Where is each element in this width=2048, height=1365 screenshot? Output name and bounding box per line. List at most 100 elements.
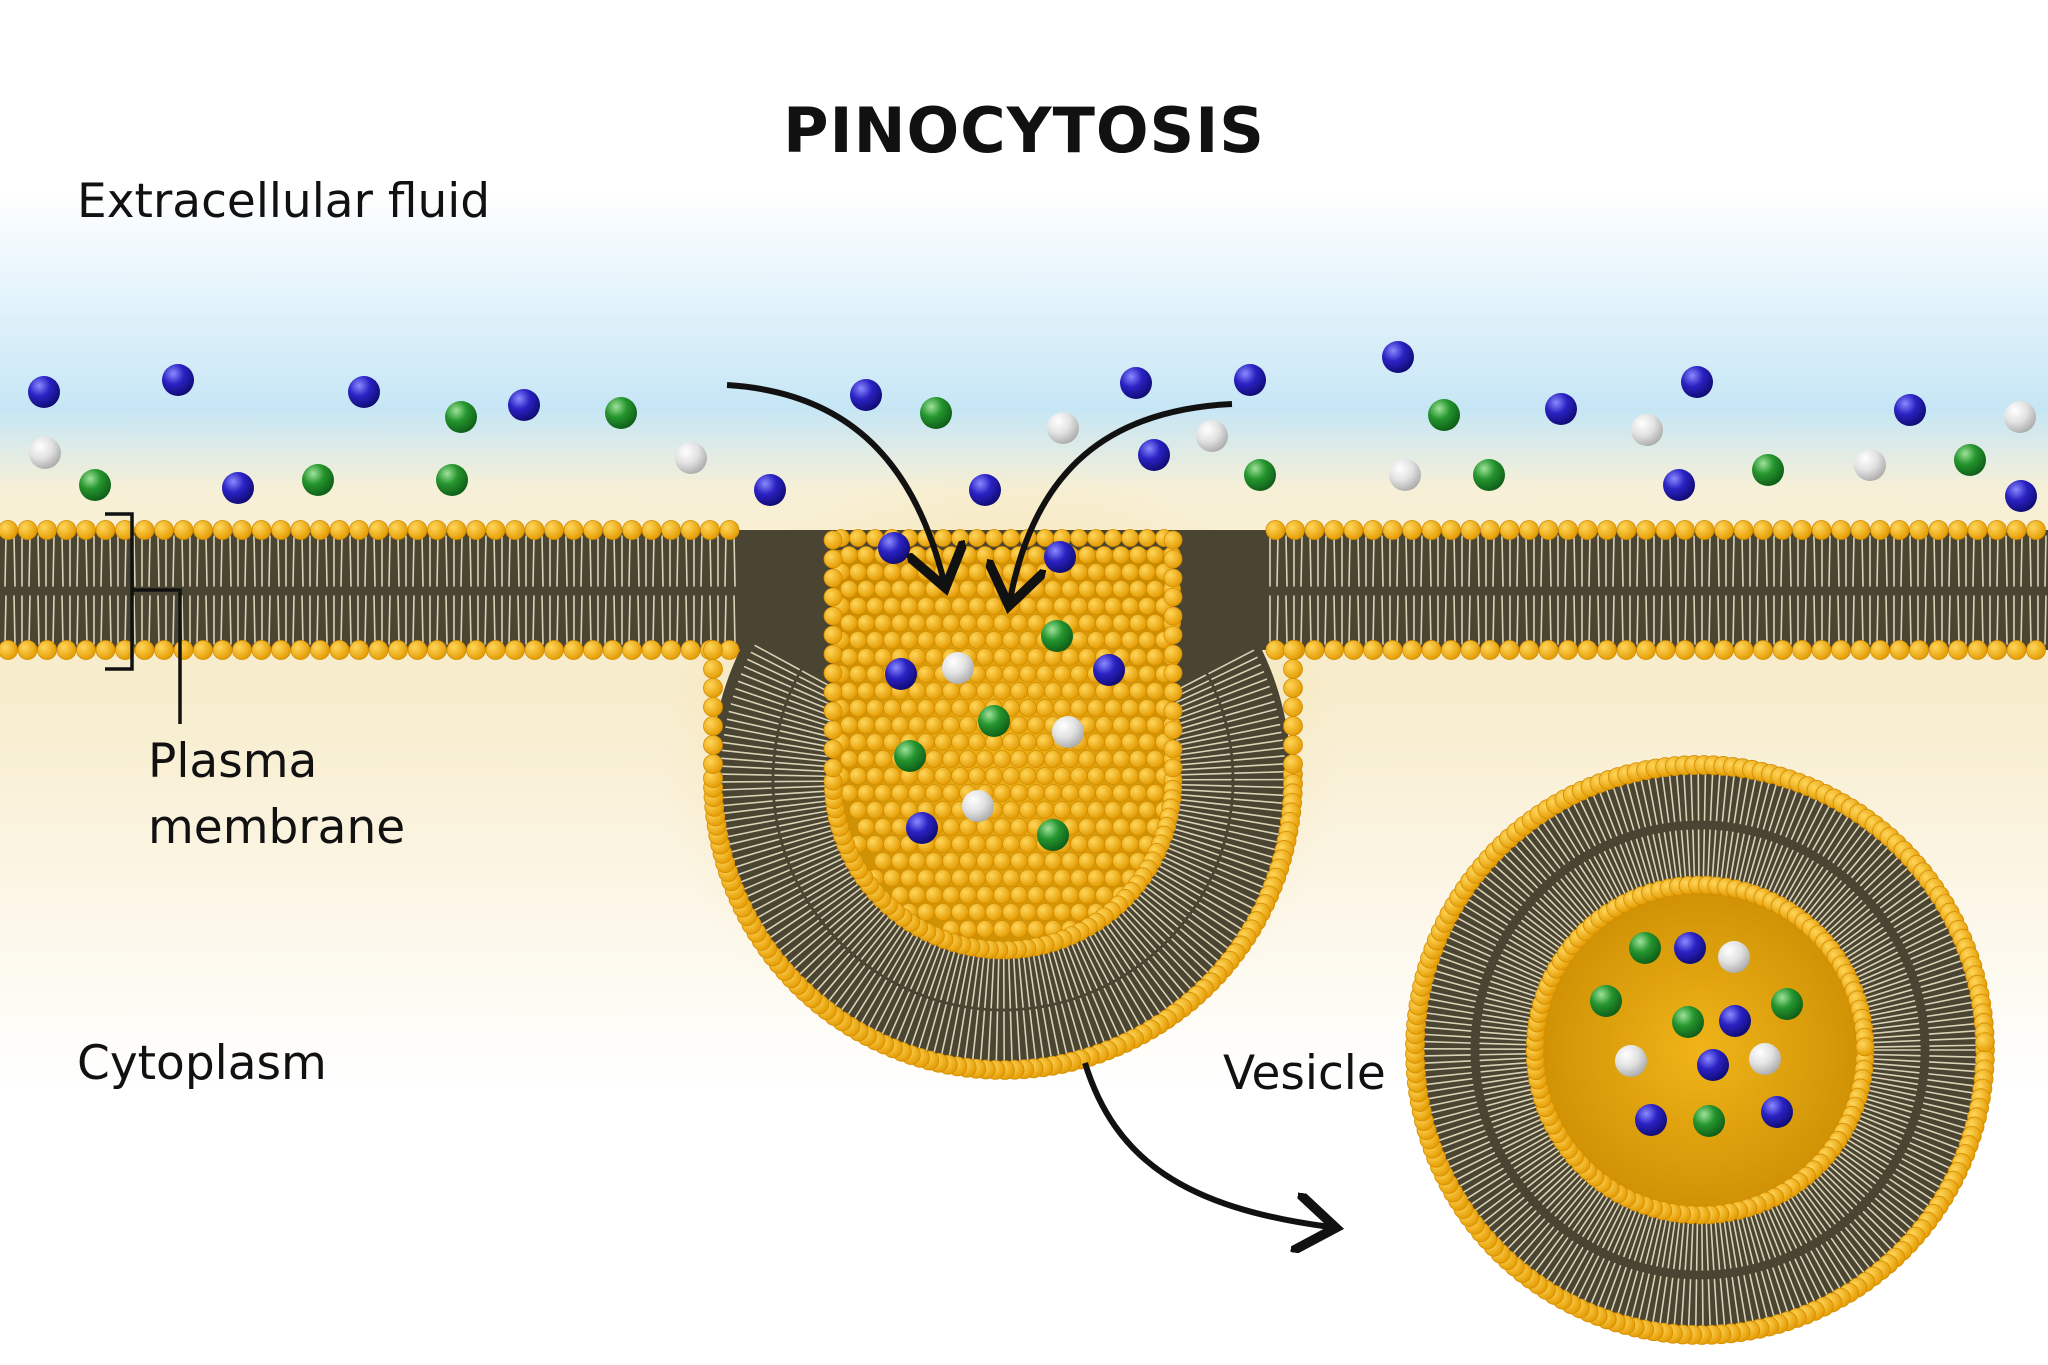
lumen-lipid-head <box>1146 750 1164 768</box>
lumen-lipid-head <box>891 614 909 632</box>
lipid-tail <box>956 1008 966 1060</box>
lipid-tail <box>874 985 899 1032</box>
lipid-tail <box>876 927 906 972</box>
lipid-tail <box>1715 772 1721 822</box>
lumen-lipid-head <box>925 784 943 802</box>
lipid-tail <box>1865 988 1913 1004</box>
lipid-tail <box>1517 924 1559 953</box>
lipid-head <box>1694 520 1715 540</box>
lumen-lipid-head <box>1095 716 1113 734</box>
molecule-green <box>436 464 468 496</box>
lipid-tail <box>1226 708 1277 723</box>
lipid-tail <box>846 909 883 948</box>
page-title: PINOCYTOSIS <box>783 94 1265 167</box>
lipid-tail <box>760 898 805 926</box>
lipid-tail <box>910 942 932 990</box>
lipid-tail <box>1776 852 1799 896</box>
lipid-tail <box>1705 1222 1709 1271</box>
lumen-lipid-head <box>951 835 969 853</box>
lumen-lipid-head <box>900 563 918 581</box>
lipid-tail <box>1716 830 1723 879</box>
lipid-tail <box>1850 941 1893 967</box>
lipid-tail <box>1788 1260 1809 1306</box>
lipid-tail <box>1588 535 1591 587</box>
lipid-tail <box>1623 1270 1639 1318</box>
lipid-tail <box>720 773 772 776</box>
lipid-tail <box>1503 853 1539 889</box>
lipid-tail <box>28 595 31 645</box>
lipid-tail <box>1645 595 1648 645</box>
lipid-tail <box>532 535 535 587</box>
lipid-tail <box>1477 1187 1518 1218</box>
lumen-lipid-head <box>968 733 986 751</box>
lipid-tail <box>1221 855 1271 874</box>
lipid-tail <box>809 874 854 904</box>
lipid-tail <box>1381 535 1384 587</box>
lipid-head <box>1363 520 1383 540</box>
lipid-tail <box>1832 823 1862 864</box>
lipid-tail <box>229 595 232 645</box>
lipid-head <box>1831 520 1851 540</box>
lipid-tail <box>1530 829 1561 869</box>
lipid-tail <box>1468 595 1471 645</box>
lipid-head <box>2006 520 2027 540</box>
lumen-lipid-head <box>908 546 926 564</box>
lipid-head <box>1163 568 1183 588</box>
lipid-tail <box>1751 839 1767 886</box>
lipid-tail <box>720 793 773 799</box>
lipid-tail <box>1861 535 1864 587</box>
lipid-head <box>232 640 252 660</box>
lipid-tail <box>1424 1012 1473 1020</box>
molecule-white <box>942 652 974 684</box>
lipid-tail <box>412 535 415 587</box>
lipid-tail <box>1570 1252 1594 1297</box>
lipid-tail <box>1155 869 1201 897</box>
lumen-lipid-head <box>993 784 1011 802</box>
lipid-tail <box>1152 956 1187 996</box>
lipid-tail <box>1590 1260 1611 1306</box>
lipid-head <box>1909 640 1929 660</box>
molecule-blue <box>878 532 910 564</box>
lipid-tail <box>1928 1022 1977 1029</box>
lipid-tail <box>1921 1108 1969 1123</box>
molecule-white <box>675 442 707 474</box>
lipid-tail <box>866 921 898 964</box>
lumen-lipid-head <box>1087 869 1105 887</box>
lipid-tail <box>750 651 797 676</box>
lipid-tail <box>1770 1206 1792 1252</box>
lipid-tail <box>1874 1197 1913 1230</box>
lipid-head <box>524 640 545 660</box>
lipid-tail <box>1597 535 1600 587</box>
lipid-tail <box>1233 791 1286 797</box>
lipid-tail <box>1707 829 1711 878</box>
lipid-tail <box>2020 535 2023 587</box>
lipid-tail <box>1928 1067 1977 1073</box>
lipid-tail <box>1818 1174 1854 1210</box>
lumen-lipid-head <box>976 546 994 564</box>
lipid-tail <box>1614 846 1635 892</box>
lipid-head <box>1636 520 1656 540</box>
lumen-lipid-head <box>1078 886 1096 904</box>
lipid-tail <box>1480 1070 1530 1079</box>
lipid-tail <box>292 535 295 587</box>
lipid-tail <box>1056 948 1074 998</box>
lipid-head <box>583 640 603 660</box>
lumen-lipid-head <box>1104 835 1122 853</box>
lipid-head <box>310 640 330 660</box>
lipid-tail <box>768 909 812 939</box>
lumen-lipid-head <box>951 869 969 887</box>
lipid-tail <box>1085 995 1106 1044</box>
lipid-head <box>1421 640 1442 660</box>
lumen-lipid-head <box>874 682 892 700</box>
lumen-lipid-head <box>1138 801 1156 819</box>
lipid-tail <box>1513 1142 1555 1170</box>
lumen-lipid-head <box>934 903 952 921</box>
lipid-tail <box>725 726 776 738</box>
lipid-head <box>1265 520 1286 540</box>
lumen-lipid-head <box>976 614 994 632</box>
lumen-lipid-head <box>1010 852 1028 870</box>
lumen-lipid-head <box>925 750 943 768</box>
lipid-tail <box>1126 975 1155 1020</box>
lipid-tail <box>1424 1078 1473 1086</box>
lipid-head <box>1733 520 1754 540</box>
